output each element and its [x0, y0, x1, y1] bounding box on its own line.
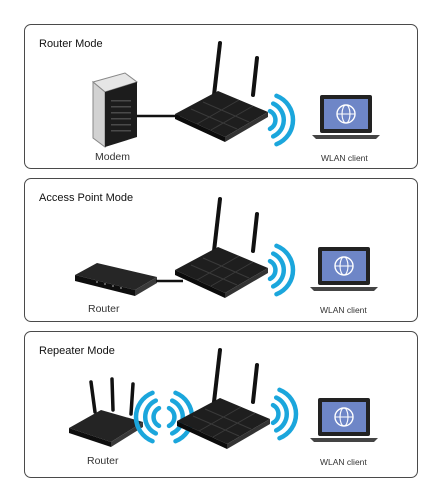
router-label: Router — [87, 455, 119, 467]
wifi-waves-icon — [267, 243, 296, 297]
access-point-mode-panel: Access Point Mode — [24, 178, 418, 322]
wifi-waves-icon — [267, 93, 296, 147]
router-icon — [175, 41, 268, 142]
laptop-icon — [310, 247, 378, 291]
flat-router-icon — [75, 263, 157, 296]
panel-title: Repeater Mode — [39, 345, 115, 357]
router-mode-scene — [91, 41, 380, 148]
wifi-waves-left-icon — [133, 390, 195, 444]
laptop-icon — [310, 398, 378, 442]
router-icon — [177, 348, 270, 449]
repeater-mode-scene — [69, 348, 378, 449]
repeater-mode-panel: Repeater Mode — [24, 331, 418, 478]
modem-icon — [91, 72, 139, 148]
three-antenna-router-icon — [69, 377, 143, 447]
wlan-client-label: WLAN client — [321, 153, 368, 163]
laptop-icon — [312, 95, 380, 139]
panel-title: Router Mode — [39, 38, 103, 50]
modem-label: Modem — [95, 151, 131, 163]
panel-title: Access Point Mode — [39, 192, 134, 204]
access-point-mode-scene — [75, 197, 378, 298]
router-icon — [175, 197, 268, 298]
router-label: Router — [88, 303, 120, 315]
wifi-waves-right-icon — [270, 387, 299, 441]
wlan-client-label: WLAN client — [320, 305, 367, 315]
wlan-client-label: WLAN client — [320, 457, 367, 467]
router-mode-panel: Router Mode — [24, 24, 418, 169]
